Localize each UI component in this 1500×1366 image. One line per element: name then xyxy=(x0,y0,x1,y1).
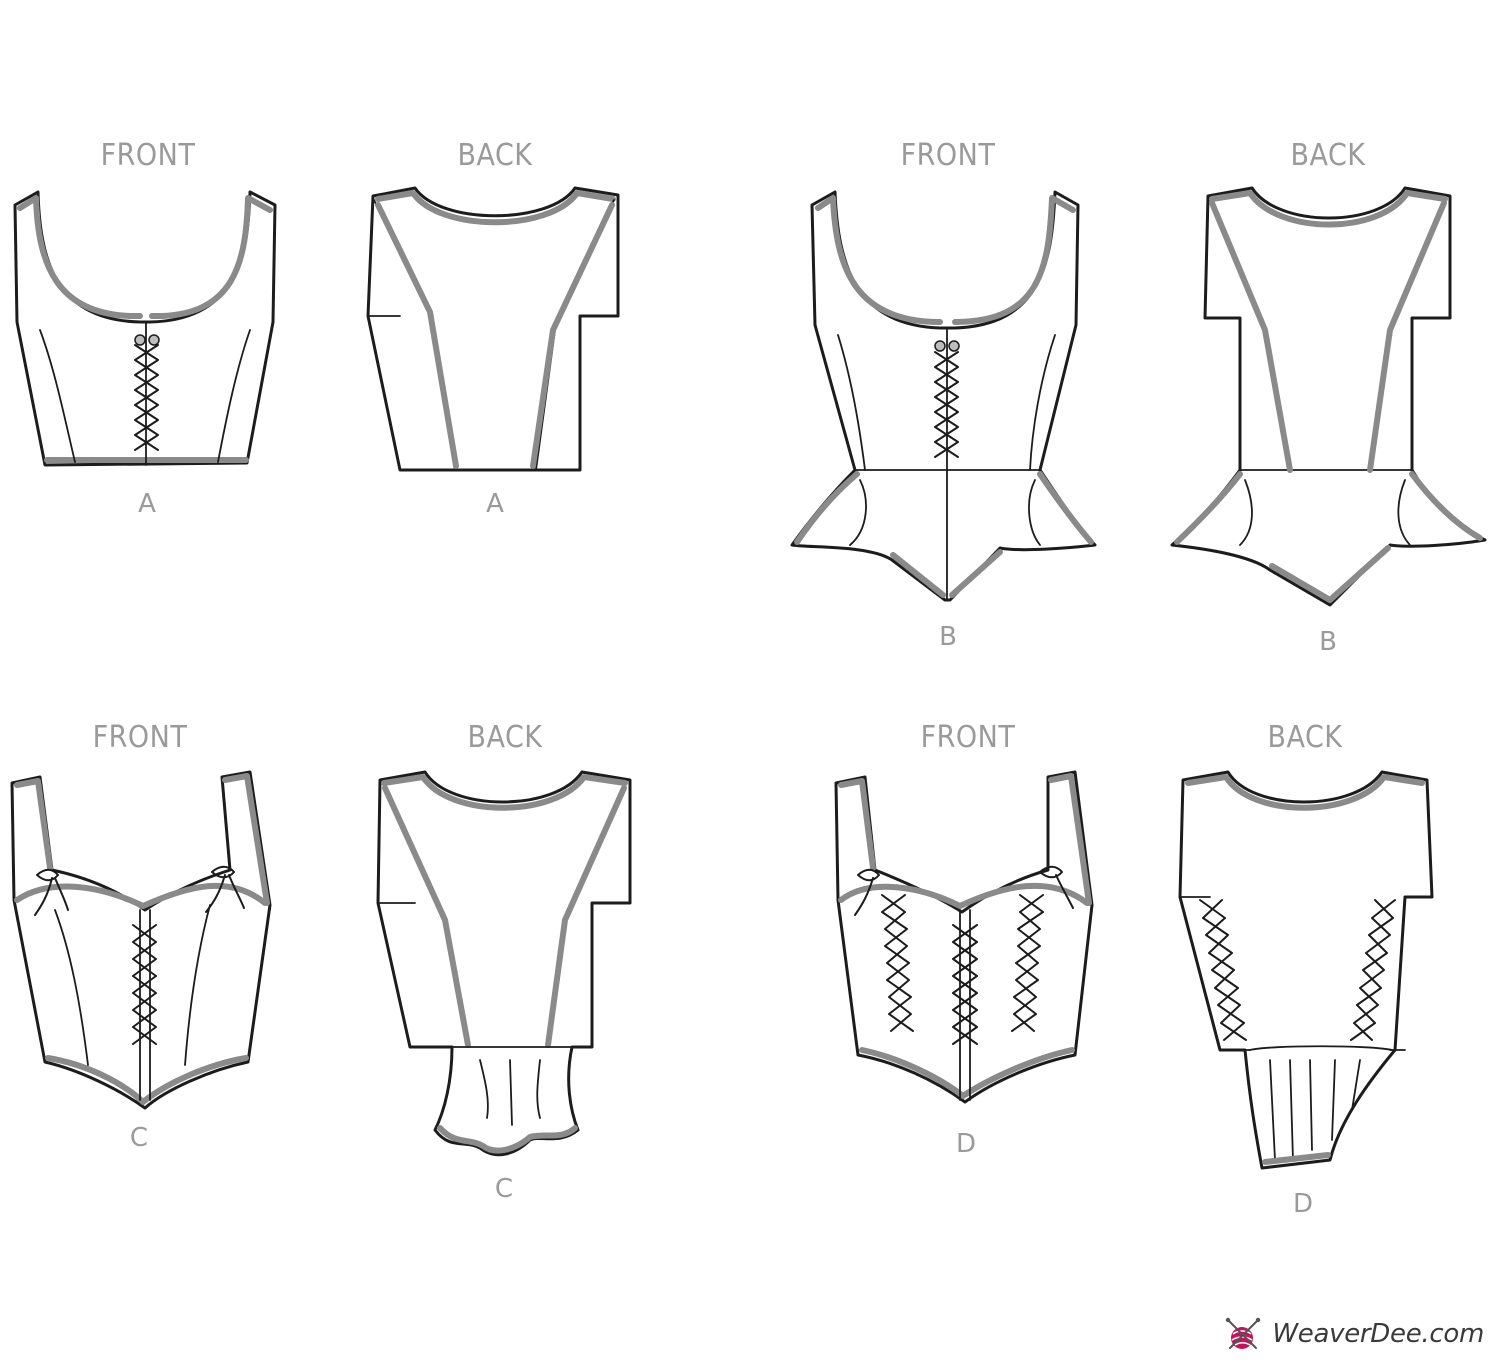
view-a-back-bodice xyxy=(366,186,620,472)
view-b-back: BACK B xyxy=(1170,138,1487,657)
view-a-back: BACK A xyxy=(366,138,620,519)
view-c-front-label: FRONT xyxy=(93,720,188,755)
view-a-front-bodice xyxy=(13,190,277,467)
view-c-back: BACK C xyxy=(376,720,632,1204)
view-a-back-letter: A xyxy=(486,489,504,519)
view-c-back-label: BACK xyxy=(468,720,544,755)
view-a-front-label: FRONT xyxy=(101,138,196,173)
watermark-text: WeaverDee.com xyxy=(1272,1319,1484,1349)
watermark-logo: WeaverDee.com xyxy=(1222,1316,1484,1352)
view-a-front: FRONT A xyxy=(13,138,277,519)
view-d-back-label: BACK xyxy=(1268,720,1344,755)
view-c-back-bodice xyxy=(376,770,632,1157)
view-b-back-bodice xyxy=(1170,186,1487,607)
view-c-front: FRONT C xyxy=(10,720,272,1153)
view-d-back: BACK D xyxy=(1178,720,1434,1219)
view-a-lacing xyxy=(134,334,160,451)
view-c-lacing xyxy=(34,865,245,1045)
view-b-back-label: BACK xyxy=(1291,138,1367,173)
yarn-needles-icon xyxy=(1226,1317,1261,1349)
view-b-front: FRONT B xyxy=(790,138,1097,652)
view-c-back-letter: C xyxy=(495,1174,513,1204)
view-d-back-lacing xyxy=(1199,899,1396,1041)
view-d-front-label: FRONT xyxy=(921,720,1016,755)
view-b-lacing xyxy=(934,340,960,458)
view-d-lacing xyxy=(854,865,1074,1045)
view-d-back-bodice xyxy=(1178,770,1434,1170)
view-b-front-label: FRONT xyxy=(901,138,996,173)
view-d-front-letter: D xyxy=(956,1129,976,1159)
view-b-back-letter: B xyxy=(1319,627,1337,657)
view-a-front-letter: A xyxy=(138,489,156,519)
view-d-front: FRONT D xyxy=(834,720,1094,1159)
view-d-back-letter: D xyxy=(1293,1189,1313,1219)
view-b-front-letter: B xyxy=(939,622,957,652)
view-c-front-letter: C xyxy=(130,1123,148,1153)
view-b-front-bodice xyxy=(790,190,1097,602)
view-a-back-label: BACK xyxy=(458,138,534,173)
